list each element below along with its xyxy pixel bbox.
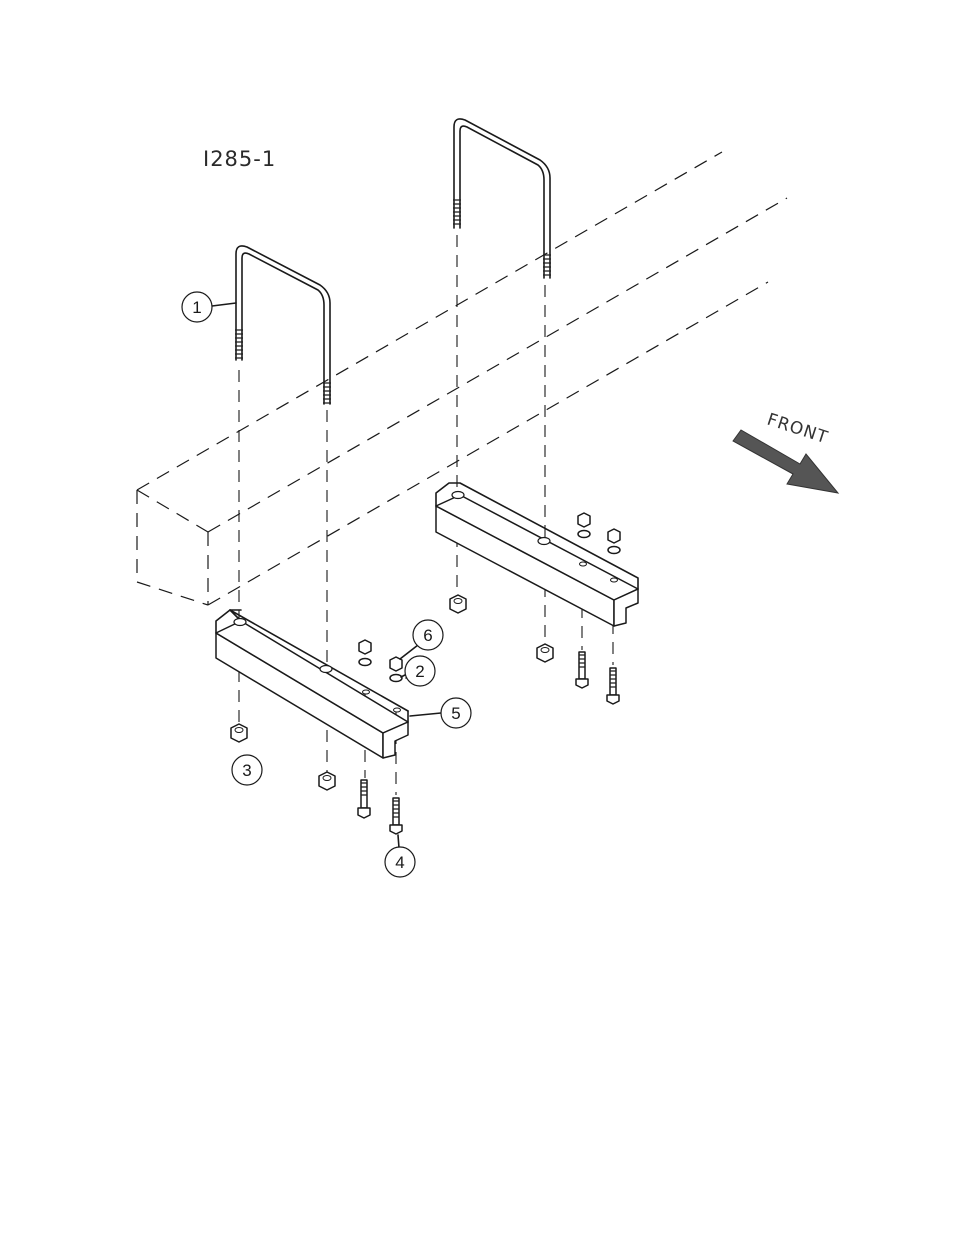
svg-text:1: 1 [192, 298, 201, 317]
figure-id: I285-1 [203, 147, 276, 171]
svg-text:3: 3 [242, 761, 251, 780]
callout-4: 4 [385, 835, 415, 877]
svg-text:6: 6 [423, 626, 432, 645]
hex-nut [450, 595, 466, 613]
front-label: FRONT [764, 410, 830, 449]
svg-text:2: 2 [415, 662, 424, 681]
hex-nut [537, 644, 553, 662]
callout-3: 3 [232, 755, 262, 785]
hex-nut [319, 772, 335, 790]
callout-6: 6 [400, 620, 443, 659]
front-indicator: FRONT [733, 410, 838, 493]
u-bolt-left [235, 246, 331, 404]
callout-5: 5 [410, 698, 471, 728]
hex-nut [231, 724, 247, 742]
assembly-center-lines [239, 235, 613, 795]
svg-text:5: 5 [451, 704, 460, 723]
u-bolt-right [453, 119, 551, 278]
callout-2: 2 [401, 656, 435, 686]
svg-text:4: 4 [395, 853, 404, 872]
callout-1: 1 [182, 292, 236, 322]
